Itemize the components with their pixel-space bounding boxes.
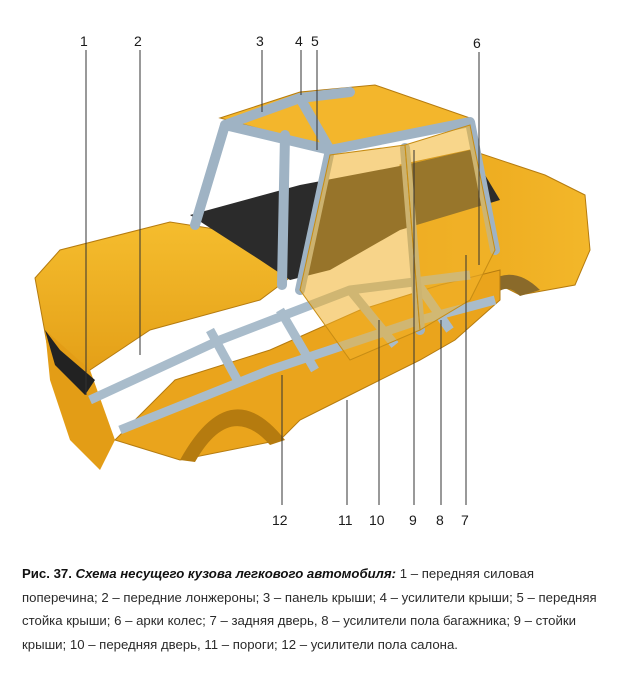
caption-title: Схема несущего кузова легкового автомоби… — [75, 566, 397, 581]
radiator-opening — [45, 330, 95, 395]
label-1: 1 — [80, 33, 88, 49]
label-9: 9 — [409, 512, 417, 528]
label-2: 2 — [134, 33, 142, 49]
label-5: 5 — [311, 33, 319, 49]
caption-figure-number: Рис. 37. — [22, 566, 72, 581]
label-7: 7 — [461, 512, 469, 528]
car-body-diagram: 1 2 3 4 5 6 12 11 10 9 8 7 — [34, 33, 591, 528]
front-door — [299, 144, 421, 361]
label-10: 10 — [369, 512, 385, 528]
figure-caption: Рис. 37. Схема несущего кузова легкового… — [22, 562, 607, 656]
label-6: 6 — [473, 35, 481, 51]
front-wheel-arch — [180, 409, 285, 462]
rear-door — [404, 124, 496, 331]
label-8: 8 — [436, 512, 444, 528]
label-4: 4 — [295, 33, 303, 49]
leader-lines — [85, 50, 480, 505]
caption-text: 1 – передняя силовая поперечина; 2 – пер… — [22, 566, 597, 652]
label-3: 3 — [256, 33, 264, 49]
label-12: 12 — [272, 512, 288, 528]
label-11: 11 — [338, 512, 353, 528]
